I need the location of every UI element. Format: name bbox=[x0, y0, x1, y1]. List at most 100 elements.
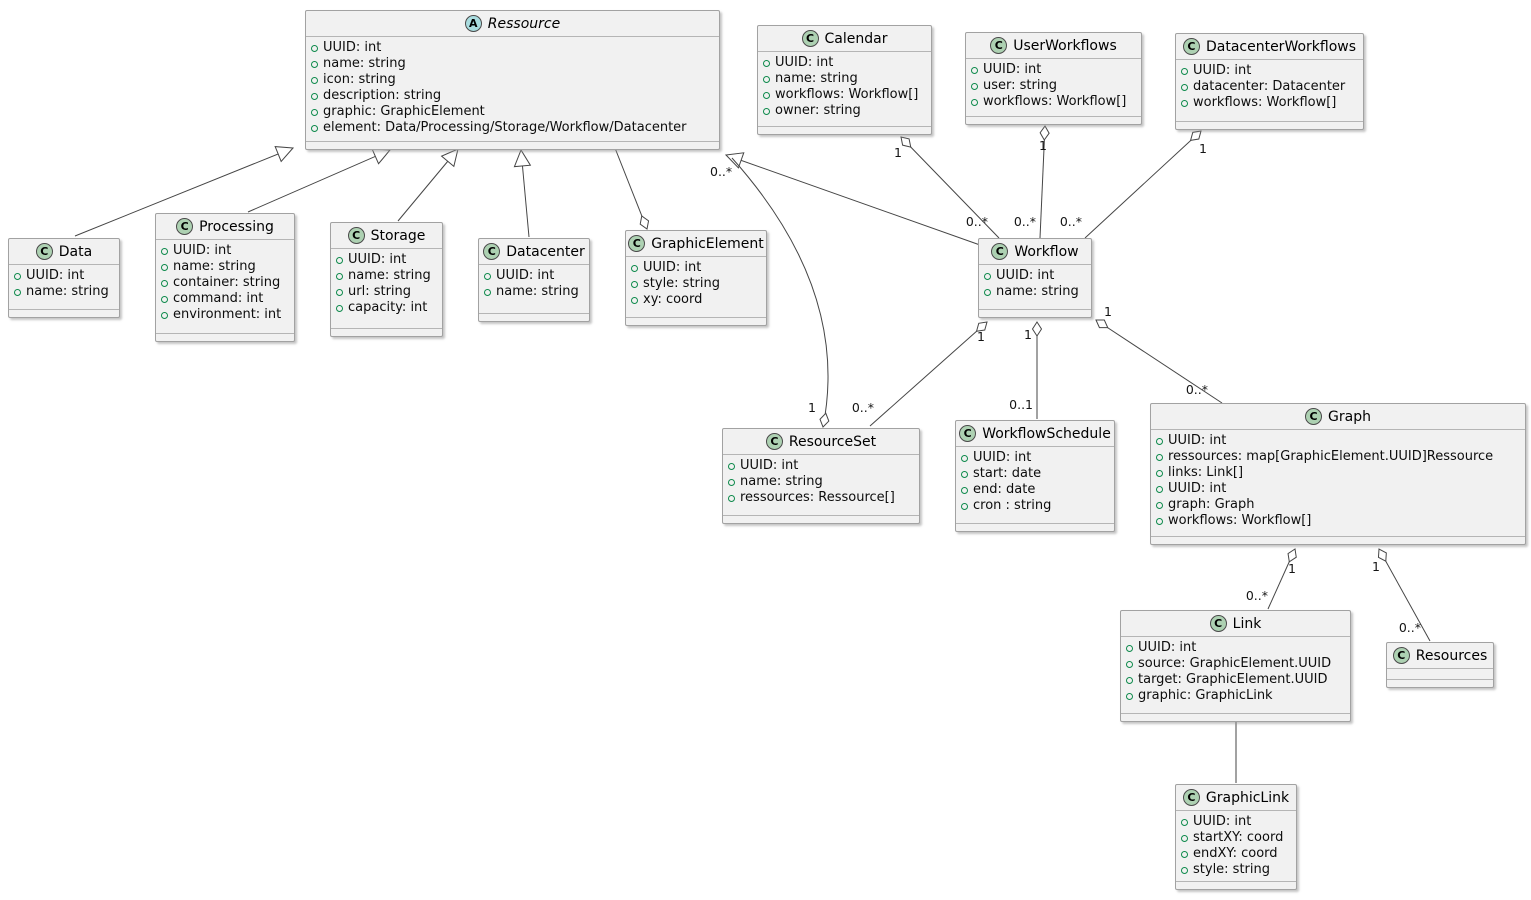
class-attribute: workflows: Workflow[] bbox=[971, 94, 1136, 110]
class-attribute: UUID: int bbox=[728, 458, 914, 474]
visibility-circle-icon bbox=[484, 272, 491, 280]
class-attribute: UUID: int bbox=[484, 268, 584, 284]
attribute-text: style: string bbox=[643, 276, 721, 291]
multiplicity-label: 0..* bbox=[1246, 588, 1268, 603]
class-attribute: links: Link[] bbox=[1156, 465, 1520, 481]
class-type-badge-icon: C bbox=[1305, 408, 1323, 425]
visibility-circle-icon bbox=[728, 478, 735, 486]
class-methods-compartment bbox=[723, 515, 919, 523]
class-name: GraphicLink bbox=[1205, 789, 1290, 806]
attribute-text: workflows: Workflow[] bbox=[1168, 513, 1312, 528]
attribute-text: url: string bbox=[348, 284, 412, 299]
class-attribute: workflows: Workflow[] bbox=[763, 87, 926, 103]
class-methods-compartment bbox=[966, 116, 1141, 124]
attribute-text: UUID: int bbox=[173, 243, 232, 258]
class-graphicelement: C GraphicElement UUID: int style: string… bbox=[625, 230, 767, 326]
class-name: ResourceSet bbox=[788, 433, 877, 450]
visibility-circle-icon bbox=[1181, 83, 1188, 91]
visibility-circle-icon bbox=[1156, 501, 1163, 509]
class-attribute: UUID: int bbox=[971, 62, 1136, 78]
class-name: GraphicElement bbox=[651, 235, 764, 252]
attribute-text: UUID: int bbox=[1168, 481, 1227, 496]
attribute-text: UUID: int bbox=[973, 450, 1032, 465]
aggregation-diamond-icon bbox=[1095, 319, 1109, 329]
visibility-circle-icon bbox=[336, 304, 343, 312]
class-header: C Resources bbox=[1387, 643, 1493, 669]
attribute-text: UUID: int bbox=[775, 55, 834, 70]
aggregation-diamond-icon bbox=[975, 321, 988, 332]
visibility-circle-icon bbox=[311, 108, 318, 116]
attribute-text: links: Link[] bbox=[1168, 465, 1244, 480]
inheritance-arrow-icon bbox=[724, 152, 745, 169]
class-attribute: start: date bbox=[961, 466, 1109, 482]
class-attribute: graph: Graph bbox=[1156, 497, 1520, 513]
relation-line bbox=[247, 149, 391, 213]
class-type-badge-icon: C bbox=[176, 218, 194, 235]
aggregation-diamond-icon bbox=[639, 215, 650, 230]
visibility-circle-icon bbox=[311, 76, 318, 84]
class-header: C Data bbox=[9, 239, 119, 265]
class-attribute: UUID: int bbox=[984, 268, 1086, 284]
attribute-text: UUID: int bbox=[740, 458, 799, 473]
visibility-circle-icon bbox=[336, 256, 343, 264]
class-name: Workflow bbox=[1014, 243, 1079, 260]
visibility-circle-icon bbox=[161, 263, 168, 271]
attribute-text: UUID: int bbox=[643, 260, 702, 275]
relation-line bbox=[74, 147, 294, 237]
class-type-badge-icon: C bbox=[801, 30, 819, 47]
attribute-text: workflows: Workflow[] bbox=[983, 94, 1127, 109]
class-attribute: UUID: int bbox=[631, 260, 761, 276]
visibility-circle-icon bbox=[971, 82, 978, 90]
class-methods-compartment bbox=[331, 328, 442, 336]
aggregation-diamond-icon bbox=[819, 412, 830, 428]
relation-processing-extends-ressource bbox=[247, 148, 392, 213]
visibility-circle-icon bbox=[961, 502, 968, 510]
class-attribute: UUID: int bbox=[14, 268, 114, 284]
class-attribute: capacity: int bbox=[336, 300, 437, 316]
attribute-text: UUID: int bbox=[26, 268, 85, 283]
attribute-text: name: string bbox=[496, 284, 579, 299]
class-attributes: UUID: int startXY: coord endXY: coord st… bbox=[1176, 811, 1296, 881]
attribute-text: name: string bbox=[996, 284, 1079, 299]
class-attributes: UUID: int user: string workflows: Workfl… bbox=[966, 59, 1141, 116]
class-name: Processing bbox=[199, 218, 274, 235]
visibility-circle-icon bbox=[961, 486, 968, 494]
multiplicity-label: 1 bbox=[808, 400, 816, 415]
attribute-text: xy: coord bbox=[643, 292, 703, 307]
class-header: C Graph bbox=[1151, 404, 1525, 430]
class-type-badge-icon: C bbox=[483, 243, 501, 260]
class-link: C Link UUID: int source: GraphicElement.… bbox=[1120, 610, 1351, 722]
class-type-badge-icon: C bbox=[990, 37, 1008, 54]
attribute-text: name: string bbox=[775, 71, 858, 86]
aggregation-diamond-icon bbox=[1287, 548, 1297, 563]
class-type-badge-icon: A bbox=[464, 15, 482, 32]
attribute-text: name: string bbox=[348, 268, 431, 283]
relation-workflow-extends-ressource bbox=[724, 152, 981, 246]
class-header: C Storage bbox=[331, 223, 442, 249]
class-header: C Datacenter bbox=[479, 239, 589, 265]
class-attribute: UUID: int bbox=[1156, 433, 1520, 449]
class-type-badge-icon: C bbox=[765, 433, 783, 450]
relation-line bbox=[900, 136, 1000, 239]
attribute-text: ressources: Ressource[] bbox=[740, 490, 895, 505]
class-methods-compartment bbox=[1387, 679, 1493, 687]
relation-datacenterworkflows-aggregation-workflow: 10..* bbox=[1060, 130, 1207, 239]
class-methods-compartment bbox=[626, 317, 766, 325]
attribute-text: ressources: map[GraphicElement.UUID]Ress… bbox=[1168, 449, 1494, 464]
relation-line bbox=[869, 321, 988, 427]
class-workflow: C Workflow UUID: int name: string bbox=[978, 238, 1092, 318]
multiplicity-label: 1 bbox=[977, 329, 985, 344]
visibility-circle-icon bbox=[728, 462, 735, 470]
visibility-circle-icon bbox=[161, 311, 168, 319]
visibility-circle-icon bbox=[1126, 692, 1133, 700]
attribute-text: capacity: int bbox=[348, 300, 428, 315]
visibility-circle-icon bbox=[311, 124, 318, 132]
visibility-circle-icon bbox=[161, 247, 168, 255]
visibility-circle-icon bbox=[1156, 453, 1163, 461]
visibility-circle-icon bbox=[1156, 517, 1163, 525]
visibility-circle-icon bbox=[1181, 99, 1188, 107]
class-name: Graph bbox=[1328, 408, 1371, 425]
multiplicity-label: 1 bbox=[1104, 304, 1112, 319]
class-attribute: UUID: int bbox=[763, 55, 926, 71]
class-name: Link bbox=[1232, 615, 1262, 632]
